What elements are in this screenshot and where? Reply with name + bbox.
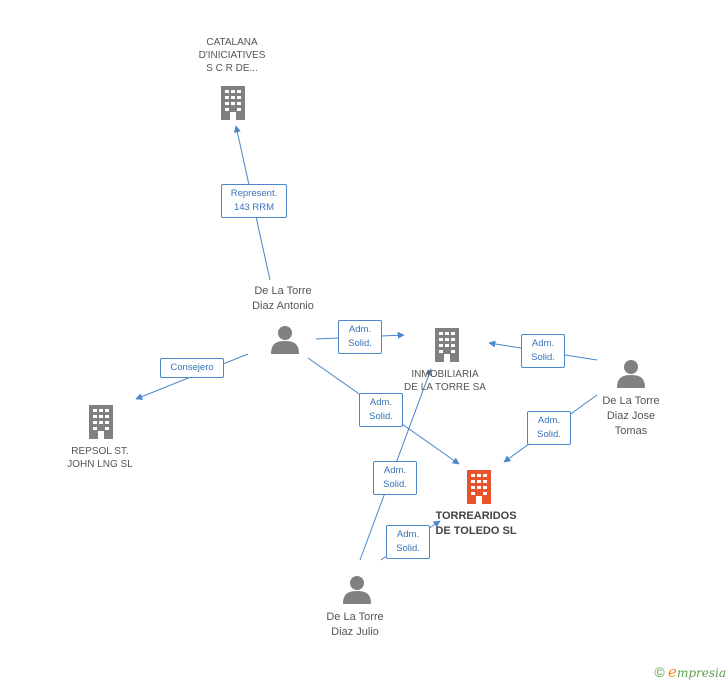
- person-icon[interactable]: [342, 574, 372, 604]
- node-label-julio[interactable]: De La Torre Diaz Julio: [326, 611, 384, 638]
- edge-label-julio-torre[interactable]: Adm. Solid.: [386, 525, 430, 559]
- edge-label-antonio-torre[interactable]: Adm. Solid.: [359, 393, 403, 427]
- building-icon[interactable]: [464, 470, 494, 504]
- node-label-inmobiliaria[interactable]: INMOBILIARIA DE LA TORRE SA: [404, 369, 486, 393]
- edge-label-jose-inmob[interactable]: Adm. Solid.: [521, 334, 565, 368]
- node-label-torrearidos[interactable]: TORREARIDOS DE TOLEDO SL: [435, 510, 517, 537]
- building-icon[interactable]: [218, 86, 248, 120]
- edge-label-represent[interactable]: Represent. 143 RRM: [221, 184, 287, 218]
- person-icon[interactable]: [616, 358, 646, 388]
- node-label-repsol[interactable]: REPSOL ST. JOHN LNG SL: [67, 446, 133, 470]
- brand-name: mpresia: [676, 666, 726, 680]
- building-icon[interactable]: [86, 405, 116, 439]
- edge-label-jose-torre[interactable]: Adm. Solid.: [527, 411, 571, 445]
- edge-label-consejero[interactable]: Consejero: [160, 358, 224, 378]
- person-icon[interactable]: [270, 324, 300, 354]
- node-label-jose[interactable]: De La Torre Diaz Jose Tomas: [602, 395, 660, 437]
- brand-logo-initial: e: [668, 663, 677, 681]
- edge-label-antonio-inmob[interactable]: Adm. Solid.: [338, 320, 382, 354]
- node-label-catalana[interactable]: CATALANA D'INICIATIVES S C R DE...: [198, 37, 266, 74]
- brand-footer: © empresia: [654, 663, 726, 681]
- copyright-symbol: ©: [654, 664, 665, 680]
- building-icon[interactable]: [432, 328, 462, 362]
- edge-label-julio-inmob[interactable]: Adm. Solid.: [373, 461, 417, 495]
- node-label-antonio[interactable]: De La Torre Diaz Antonio: [252, 285, 314, 312]
